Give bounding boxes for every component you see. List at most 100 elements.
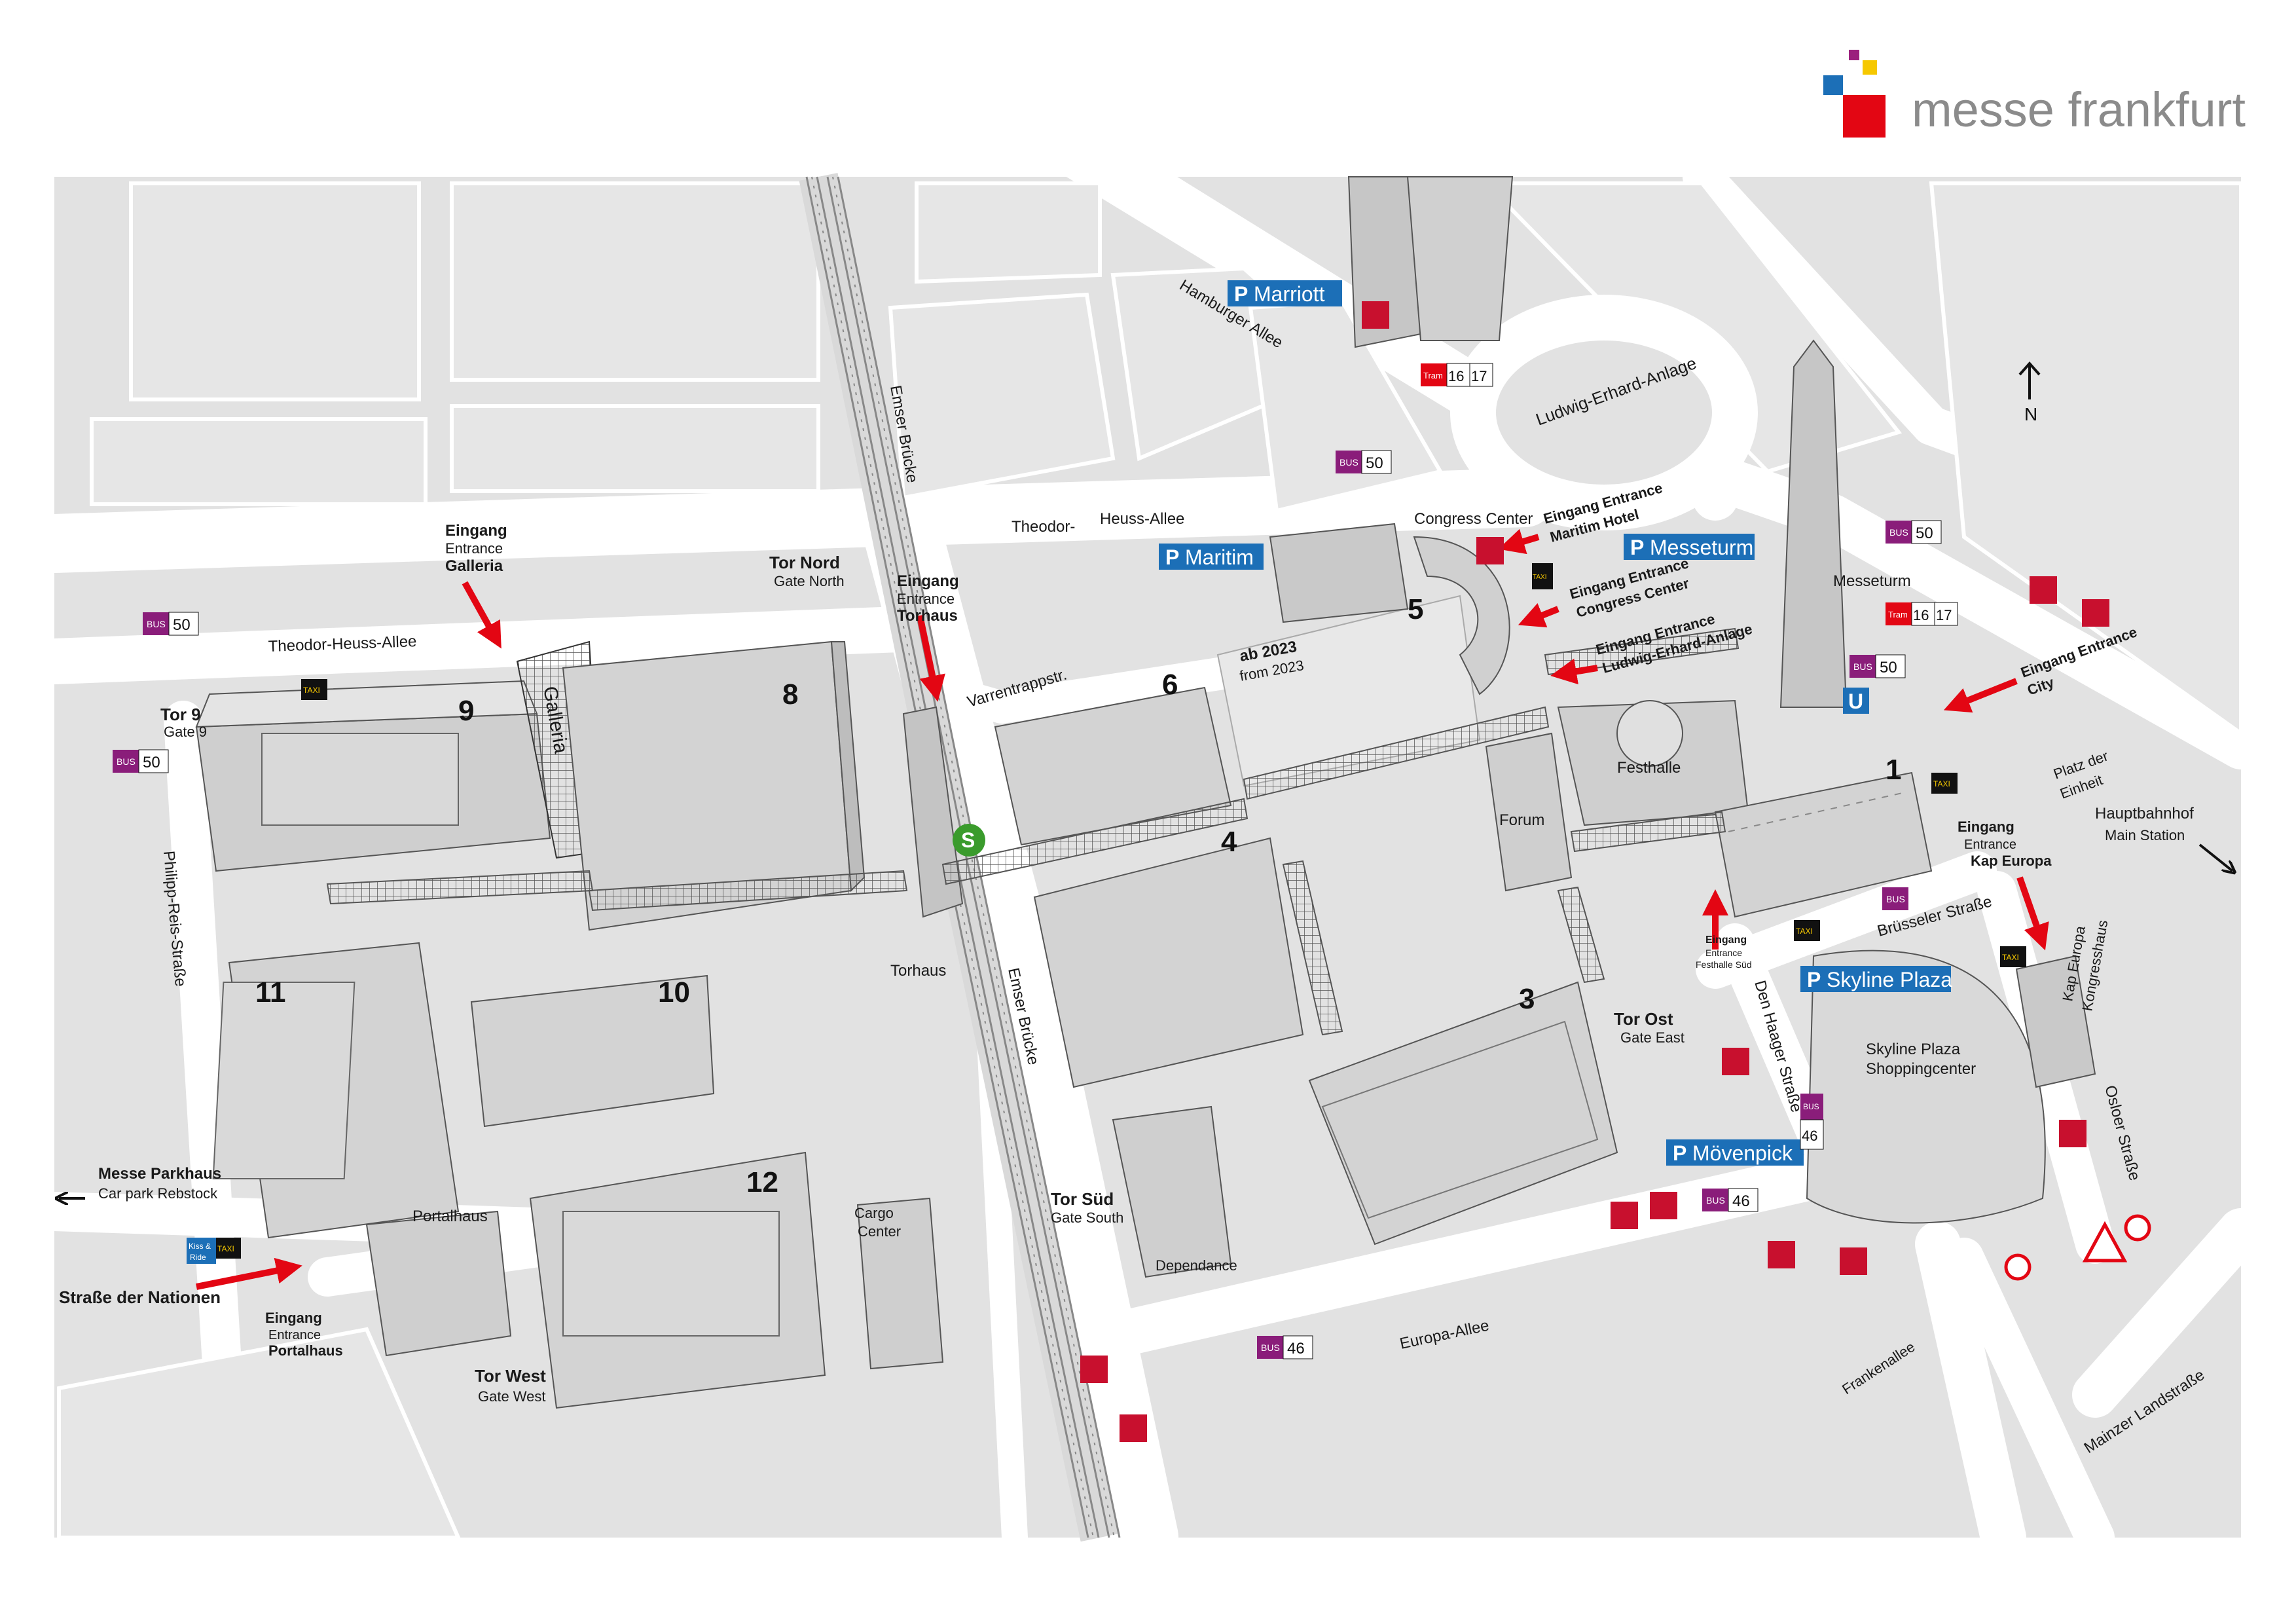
label-portalhaus: Portalhaus bbox=[412, 1208, 488, 1225]
construction-sign bbox=[2082, 1221, 2128, 1263]
gate-tor-west: Tor West bbox=[475, 1366, 546, 1386]
street-theodor: Theodor- bbox=[1011, 518, 1075, 536]
car-park-icon bbox=[1650, 1192, 1677, 1219]
hall-4: 4 bbox=[1221, 826, 1237, 858]
svg-text:46: 46 bbox=[1732, 1192, 1750, 1210]
entrance-festhalle-sued-line1: Eingang bbox=[1705, 934, 1747, 946]
svg-text:P: P bbox=[1673, 1141, 1686, 1165]
u-bahn-icon: U bbox=[1843, 688, 1869, 714]
hall-1: 1 bbox=[1886, 754, 1901, 786]
svg-text:U: U bbox=[1848, 690, 1863, 713]
svg-text:TAXI: TAXI bbox=[303, 686, 320, 695]
parking-signs: P Marriott P Maritim P Messeturm P Skyli… bbox=[1159, 280, 1952, 1166]
label-forum: Forum bbox=[1499, 811, 1544, 829]
svg-text:50: 50 bbox=[1916, 525, 1933, 542]
bus-stop-50-messeturm: BUS 50 bbox=[1886, 520, 1942, 544]
buildings bbox=[195, 176, 2096, 1409]
kiss-and-ride: Kiss & Ride bbox=[187, 1238, 216, 1264]
label-skyline-line1: Skyline Plaza bbox=[1866, 1041, 1961, 1058]
svg-text:Messeturm: Messeturm bbox=[1650, 536, 1753, 559]
car-park-icon bbox=[1080, 1356, 1108, 1383]
hall-8: 8 bbox=[782, 678, 798, 710]
entrance-festhalle-sued-line3: Festhalle Süd bbox=[1696, 959, 1752, 970]
hall-5: 5 bbox=[1408, 593, 1423, 625]
parking-marriott: P Marriott bbox=[1228, 280, 1342, 306]
label-car-park-rebstock: Car park Rebstock bbox=[98, 1185, 218, 1202]
car-park-icon bbox=[2082, 599, 2109, 627]
entrance-kap-europa-line1: Eingang bbox=[1958, 819, 2014, 835]
entrance-festhalle-sued-line2: Entrance bbox=[1705, 948, 1742, 958]
bus-stop-50-theodor: BUS 50 bbox=[143, 612, 199, 636]
bus-stop-50-tor9: BUS 50 bbox=[113, 749, 169, 773]
label-torhaus: Torhaus bbox=[890, 962, 946, 980]
north-arrow: N bbox=[2018, 361, 2041, 424]
taxi-congress: TAXI bbox=[1532, 563, 1553, 589]
svg-text:TAXI: TAXI bbox=[1796, 927, 1813, 936]
svg-text:50: 50 bbox=[143, 754, 160, 771]
entrance-kap-europa-line2: Entrance bbox=[1964, 838, 2016, 852]
entrance-portalhaus-line3: Portalhaus bbox=[268, 1342, 343, 1359]
entrance-portalhaus-line1: Eingang bbox=[265, 1310, 322, 1326]
gate-south: Gate South bbox=[1051, 1209, 1123, 1226]
car-park-icon bbox=[1722, 1048, 1749, 1075]
label-festhalle: Festhalle bbox=[1617, 759, 1681, 777]
direction-arrows bbox=[59, 843, 2232, 1198]
svg-text:BUS: BUS bbox=[1853, 661, 1872, 672]
bus-stop-bruesseler: BUS bbox=[1882, 887, 1908, 910]
gate-labels: Tor Nord Gate North Tor 9 Gate 9 Tor Wes… bbox=[160, 553, 1685, 1405]
roundabout-east bbox=[2124, 1214, 2151, 1242]
svg-text:Tram: Tram bbox=[1423, 371, 1443, 380]
label-congress-center: Congress Center bbox=[1414, 510, 1533, 528]
logo-mark bbox=[1823, 50, 1886, 138]
bus-stop-50-heuss: BUS 50 bbox=[1336, 450, 1392, 474]
gate-west: Gate West bbox=[478, 1388, 546, 1405]
car-park-icons bbox=[1080, 301, 2109, 1442]
messe-frankfurt-logo: messe frankfurt bbox=[1820, 46, 2252, 151]
gate-tor-9: Tor 9 bbox=[160, 705, 201, 724]
svg-text:50: 50 bbox=[173, 616, 191, 634]
label-skyline-line2: Shoppingcenter bbox=[1866, 1060, 1976, 1078]
svg-text:50: 50 bbox=[1366, 454, 1383, 472]
svg-text:P: P bbox=[1807, 968, 1821, 991]
logo-wordmark: messe frankfurt bbox=[1912, 83, 2246, 137]
hall-6: 6 bbox=[1162, 669, 1178, 701]
svg-text:Ride: Ride bbox=[190, 1253, 206, 1262]
svg-text:N: N bbox=[2024, 404, 2037, 424]
svg-text:Tram: Tram bbox=[1888, 610, 1908, 619]
svg-text:16: 16 bbox=[1448, 368, 1464, 384]
ludwig-erhard-anlage-park bbox=[1450, 295, 1758, 530]
svg-text:BUS: BUS bbox=[117, 756, 136, 767]
entrance-galleria-line1: Eingang bbox=[445, 522, 507, 540]
hall-9: 9 bbox=[458, 695, 474, 727]
svg-text:TAXI: TAXI bbox=[2002, 953, 2019, 962]
svg-text:P: P bbox=[1165, 545, 1179, 569]
taxi-portalhaus: TAXI bbox=[216, 1238, 241, 1259]
svg-text:BUS: BUS bbox=[1803, 1102, 1819, 1111]
svg-text:BUS: BUS bbox=[1339, 457, 1358, 468]
svg-text:17: 17 bbox=[1936, 607, 1952, 623]
hall-numbers: 1 3 4 5 6 8 9 10 11 12 bbox=[255, 593, 1901, 1198]
taxi-festhalle: TAXI bbox=[1794, 920, 1820, 941]
svg-text:P: P bbox=[1234, 282, 1248, 306]
tram-stop-hamburger: Tram 16 17 bbox=[1421, 363, 1493, 387]
parking-maritim: P Maritim bbox=[1159, 544, 1264, 570]
gate-tor-nord: Tor Nord bbox=[769, 553, 840, 572]
hall-10: 10 bbox=[658, 976, 690, 1008]
svg-text:46: 46 bbox=[1802, 1128, 1817, 1144]
svg-text:TAXI: TAXI bbox=[1933, 779, 1950, 788]
car-park-icon bbox=[1476, 537, 1504, 564]
svg-text:Maritim: Maritim bbox=[1185, 545, 1254, 569]
hall-3: 3 bbox=[1519, 983, 1535, 1015]
gate-east: Gate East bbox=[1620, 1029, 1685, 1046]
car-park-icon bbox=[1611, 1202, 1638, 1229]
label-main-station: Main Station bbox=[2105, 827, 2185, 843]
car-park-icon bbox=[1120, 1414, 1147, 1442]
transit-symbols: BUS 50 BUS 50 BUS 50 BUS 50 BUS 50 BUS B… bbox=[113, 363, 2026, 1359]
svg-text:Mövenpick: Mövenpick bbox=[1692, 1141, 1793, 1165]
taxi-theodor: TAXI bbox=[301, 679, 327, 700]
car-park-icon bbox=[1768, 1241, 1795, 1268]
bus-stop-46-europa-east: BUS 46 bbox=[1702, 1188, 1758, 1212]
svg-text:17: 17 bbox=[1471, 368, 1487, 384]
svg-text:P: P bbox=[1630, 536, 1644, 559]
